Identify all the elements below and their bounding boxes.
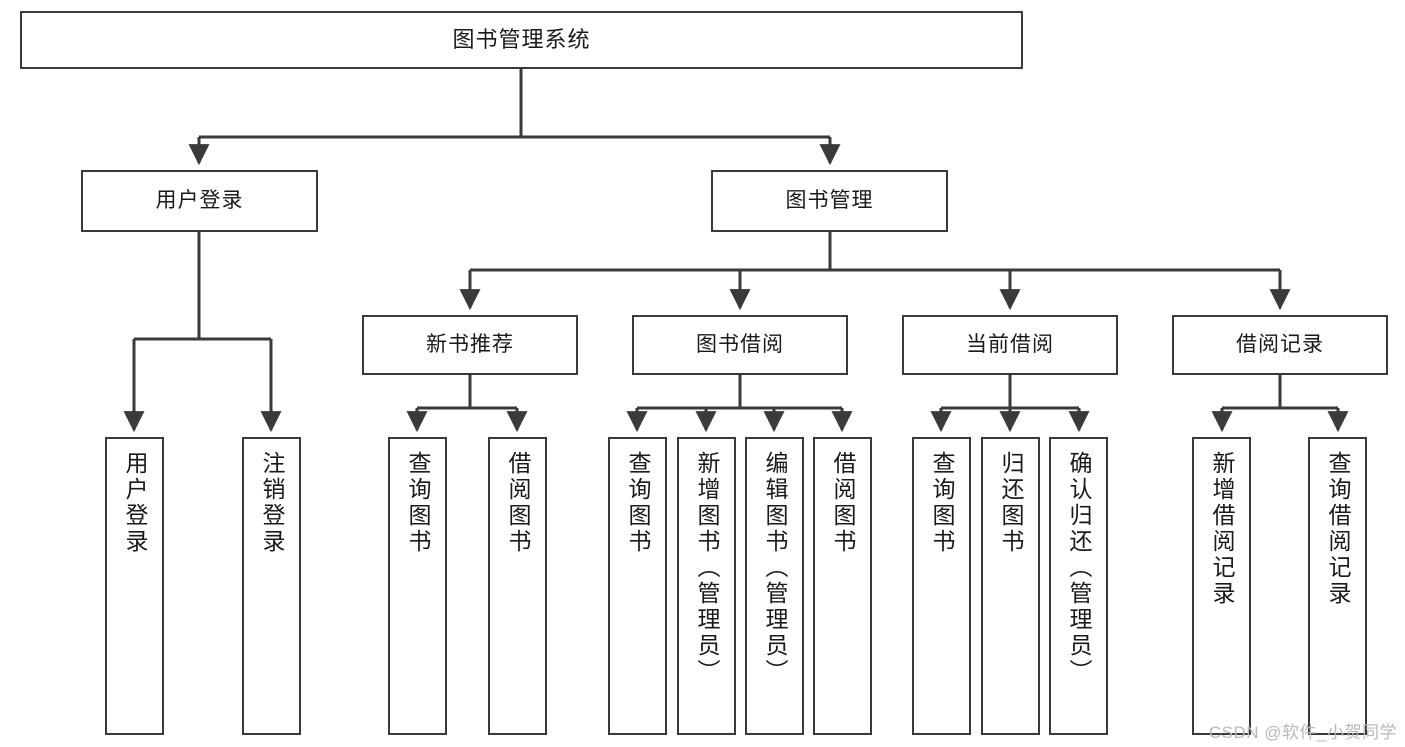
node-new-book-recommend[interactable]: 新书推荐 <box>362 315 578 375</box>
node-user-login[interactable]: 用户登录 <box>81 170 318 232</box>
node-leaf-add-book[interactable]: 新增图书（管理员） <box>677 437 736 735</box>
node-leaf-return-book-label: 归还图书 <box>998 451 1024 555</box>
node-leaf-user-logout[interactable]: 注销登录 <box>242 437 301 735</box>
node-root[interactable]: 图书管理系统 <box>20 11 1023 69</box>
node-leaf-return-book[interactable]: 归还图书 <box>981 437 1040 735</box>
node-leaf-query-record[interactable]: 查询借阅记录 <box>1308 437 1367 735</box>
node-leaf-query-book-1-label: 查询图书 <box>405 451 431 555</box>
node-leaf-add-book-label: 新增图书（管理员） <box>694 451 720 685</box>
node-borrow-record[interactable]: 借阅记录 <box>1172 315 1388 375</box>
node-new-book-recommend-label: 新书推荐 <box>426 333 514 357</box>
node-book-borrow[interactable]: 图书借阅 <box>632 315 848 375</box>
node-leaf-user-login[interactable]: 用户登录 <box>105 437 164 735</box>
node-leaf-confirm-return-label: 确认归还（管理员） <box>1066 451 1092 685</box>
node-leaf-user-logout-label: 注销登录 <box>259 451 285 555</box>
node-leaf-borrow-book-2[interactable]: 借阅图书 <box>813 437 872 735</box>
csdn-watermark: CSDN @软件_小贺同学 <box>1208 723 1397 742</box>
node-user-login-label: 用户登录 <box>155 189 244 213</box>
node-leaf-add-record[interactable]: 新增借阅记录 <box>1192 437 1251 735</box>
node-leaf-edit-book-label: 编辑图书（管理员） <box>762 451 788 685</box>
node-leaf-borrow-book-1[interactable]: 借阅图书 <box>488 437 547 735</box>
node-leaf-query-book-2[interactable]: 查询图书 <box>608 437 667 735</box>
node-book-management-label: 图书管理 <box>785 189 874 213</box>
node-book-management[interactable]: 图书管理 <box>711 170 948 232</box>
node-current-borrow-label: 当前借阅 <box>966 333 1054 357</box>
node-root-label: 图书管理系统 <box>452 26 591 52</box>
node-book-borrow-label: 图书借阅 <box>696 333 784 357</box>
node-leaf-query-record-label: 查询借阅记录 <box>1325 451 1351 607</box>
node-leaf-user-login-label: 用户登录 <box>122 451 148 555</box>
node-leaf-add-record-label: 新增借阅记录 <box>1209 451 1235 607</box>
node-leaf-query-book-3[interactable]: 查询图书 <box>912 437 971 735</box>
node-leaf-borrow-book-2-label: 借阅图书 <box>830 451 856 555</box>
node-current-borrow[interactable]: 当前借阅 <box>902 315 1118 375</box>
node-leaf-query-book-3-label: 查询图书 <box>929 451 955 555</box>
node-leaf-borrow-book-1-label: 借阅图书 <box>505 451 531 555</box>
node-leaf-query-book-2-label: 查询图书 <box>625 451 651 555</box>
node-borrow-record-label: 借阅记录 <box>1236 333 1324 357</box>
node-leaf-query-book-1[interactable]: 查询图书 <box>388 437 447 735</box>
node-leaf-confirm-return[interactable]: 确认归还（管理员） <box>1049 437 1108 735</box>
node-leaf-edit-book[interactable]: 编辑图书（管理员） <box>745 437 804 735</box>
